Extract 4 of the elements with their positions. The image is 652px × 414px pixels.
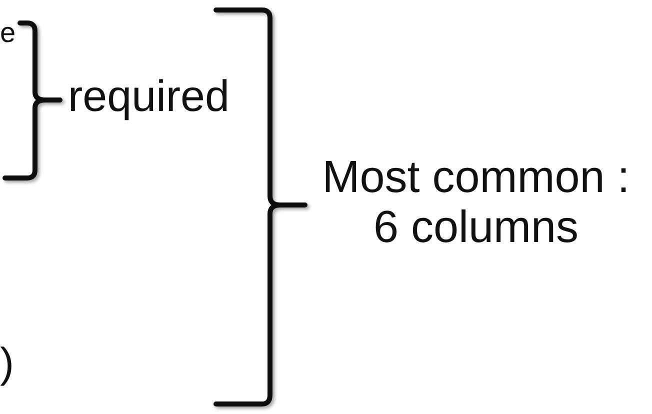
bracket-label: required (68, 72, 230, 122)
bracket-label: Most common : 6 columns (321, 152, 631, 252)
text-fragment: e (0, 16, 16, 50)
text-fragment: ) (0, 338, 14, 388)
